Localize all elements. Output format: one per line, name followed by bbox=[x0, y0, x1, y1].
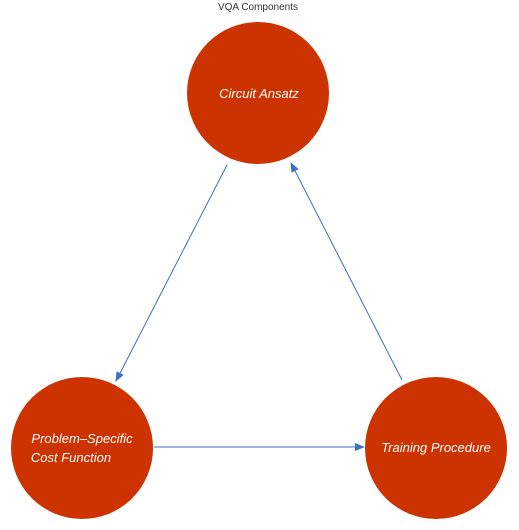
node-label: Problem–Specific bbox=[31, 431, 133, 446]
edge-circuit-ansatz-to-cost-function bbox=[115, 164, 228, 382]
node-label: Circuit Ansatz bbox=[219, 86, 299, 101]
node-training-procedure: Training Procedure bbox=[365, 377, 507, 519]
node-circle bbox=[187, 22, 329, 164]
node-circuit-ansatz: Circuit Ansatz bbox=[187, 22, 329, 164]
node-label: Cost Function bbox=[31, 450, 111, 465]
node-circle bbox=[365, 377, 507, 519]
diagram-title: VQA Components bbox=[218, 2, 298, 13]
node-problem-specific-cost-function: Problem–Specific Cost Function bbox=[11, 377, 153, 519]
node-circle bbox=[11, 377, 153, 519]
node-label: Training Procedure bbox=[381, 440, 491, 455]
edge-training-procedure-to-circuit-ansatz bbox=[290, 162, 403, 381]
